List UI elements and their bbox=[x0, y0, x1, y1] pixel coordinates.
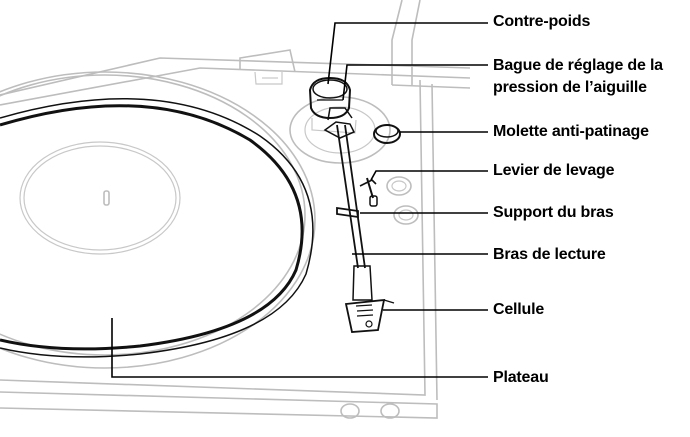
label-arm-rest: Support du bras bbox=[493, 204, 614, 221]
leader-lines bbox=[111, 22, 488, 378]
counterweight-drawing bbox=[308, 76, 352, 120]
platter-drawing bbox=[0, 71, 316, 369]
label-tracking-force-ring-line1: Bague de réglage de la bbox=[493, 57, 663, 74]
cartridge-drawing bbox=[344, 265, 395, 333]
side-knobs bbox=[340, 176, 419, 419]
label-tracking-force-ring-line2: pression de l’aiguille bbox=[493, 79, 647, 96]
lift-lever-drawing bbox=[359, 177, 378, 207]
label-tone-arm: Bras de lecture bbox=[493, 246, 606, 263]
label-cartridge: Cellule bbox=[493, 301, 545, 318]
label-counterweight: Contre-poids bbox=[493, 13, 591, 30]
tone-arm-drawing bbox=[323, 107, 366, 269]
label-anti-skating-knob: Molette anti-patinage bbox=[493, 123, 649, 140]
arm-rest-drawing bbox=[336, 206, 359, 219]
turntable-body bbox=[0, 0, 471, 419]
label-lift-lever: Levier de levage bbox=[493, 162, 615, 179]
label-platter: Plateau bbox=[493, 369, 549, 386]
anti-skating-knob-drawing bbox=[373, 124, 401, 144]
